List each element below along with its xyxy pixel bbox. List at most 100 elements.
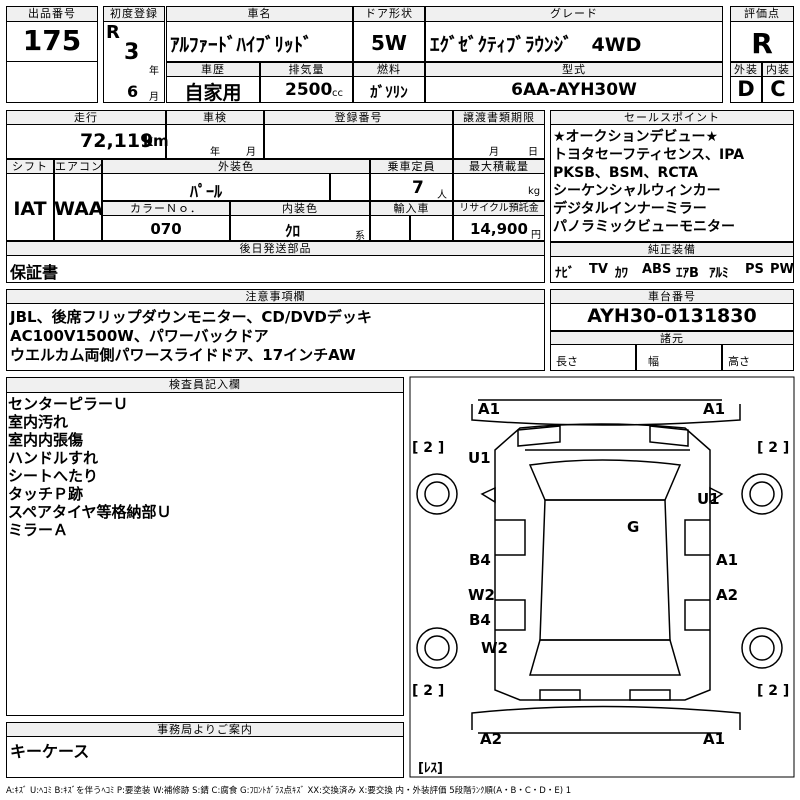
tire-tread-rear-right: [ 2 ] xyxy=(757,683,790,699)
year-unit: 年 xyxy=(149,66,159,77)
inspector-line: タッチＰ跡 xyxy=(8,485,84,503)
reg-year: 3 xyxy=(124,40,140,65)
damage-mark: U1 xyxy=(697,490,720,508)
inspector-line: ハンドルすれ xyxy=(8,449,99,467)
mileage: 72,119 xyxy=(80,130,154,152)
damage-mark: B4 xyxy=(469,611,491,629)
roof-outline xyxy=(539,499,671,641)
equip-item: ｱﾙﾐ xyxy=(709,266,729,281)
recycle-unit: 円 xyxy=(531,230,541,241)
car-name: ｱﾙﾌｧｰﾄﾞﾊｲﾌﾞﾘｯﾄﾞ xyxy=(170,34,313,56)
color-no: 070 xyxy=(150,220,182,238)
equip-item: TV xyxy=(589,262,608,277)
door-label: ドア形状 xyxy=(353,6,425,22)
inspector-line: センターピラーＵ xyxy=(8,395,129,413)
grade: ｴｸﾞｾﾞｸﾃｨﾌﾞﾗｳﾝｼﾞ 4WD xyxy=(430,34,642,56)
era: R xyxy=(106,22,120,43)
damage-mark: A2 xyxy=(480,730,503,748)
office-note: キーケース xyxy=(10,742,90,761)
inspector-line: ミラーＡ xyxy=(8,521,69,539)
note-line: AC100V1500W、パワーバックドア xyxy=(10,327,269,345)
max-load-unit: kg xyxy=(528,186,541,197)
capacity: 7 xyxy=(412,178,424,198)
equip-item: ABS xyxy=(642,262,672,277)
damage-mark: A1 xyxy=(703,400,726,418)
windshield-outline xyxy=(528,459,682,501)
damage-mark: W2 xyxy=(468,586,495,604)
damage-mark: B4 xyxy=(469,551,491,569)
displacement-unit: cc xyxy=(332,88,343,99)
equip-item: ｴｱB xyxy=(676,266,699,281)
sales-line: PKSB、BSM、RCTA xyxy=(553,165,698,181)
history: 自家用 xyxy=(184,82,242,104)
equip-item: PW xyxy=(770,262,794,277)
tire-tread-rear-left: [ 2 ] xyxy=(412,683,445,699)
ac: WAA xyxy=(54,198,104,220)
spare-tire-label: [ﾚｽ] xyxy=(418,761,443,776)
month-unit: 月 xyxy=(149,92,159,103)
recycle-fee: 14,900 xyxy=(470,220,528,238)
shift: IAT xyxy=(13,198,47,220)
sales-line: パノラミックビューモニター xyxy=(553,219,735,235)
spec-height: 高さ xyxy=(728,355,750,368)
reg-month: 6 xyxy=(127,82,139,101)
ext-color: ﾊﾟｰﾙ xyxy=(190,182,223,201)
score: R xyxy=(751,27,773,60)
transfer-day-unit: 日 xyxy=(528,147,538,158)
fuel-label: 燃料 xyxy=(353,62,425,77)
tire-tread-front-left: [ 2 ] xyxy=(412,440,445,456)
fuel: ｶﾞｿﾘﾝ xyxy=(370,83,408,101)
note-line: ウエルカム両側パワースライドドア、17インチAW xyxy=(10,346,356,364)
interior-label: 内装 xyxy=(762,62,794,77)
tire-front-right xyxy=(741,473,783,515)
damage-mark: A1 xyxy=(478,400,501,418)
damage-mark: A1 xyxy=(716,551,739,569)
insp-year-unit: 年 xyxy=(210,147,220,158)
sales-line: シーケンシャルウィンカー xyxy=(553,183,721,199)
door-type: 5W xyxy=(371,31,407,55)
damage-mark: W2 xyxy=(481,639,508,657)
model: 6AA-AYH30W xyxy=(511,80,637,100)
exterior-label: 外装 xyxy=(730,62,762,77)
sales-line: ★オークションデビュー★ xyxy=(553,129,719,145)
tire-front-left xyxy=(416,473,458,515)
note-line: JBL、後席フリップダウンモニター、CD/DVDデッキ xyxy=(10,308,372,326)
inspector-line: シートへたり xyxy=(8,467,99,485)
sales-line: デジタルインナーミラー xyxy=(553,201,707,217)
inspector-line: 室内内張傷 xyxy=(8,431,84,449)
spec-length: 長さ xyxy=(556,355,578,368)
front-bumper-outline xyxy=(471,404,741,426)
later-parts: 保証書 xyxy=(10,263,59,282)
tire-tread-front-right: [ 2 ] xyxy=(757,440,790,456)
tire-rear-right xyxy=(741,627,783,669)
lot-number: 175 xyxy=(22,24,82,57)
damage-mark: A1 xyxy=(703,730,726,748)
max-load-label: 最大積載量 xyxy=(453,159,545,174)
transfer-month-unit: 月 xyxy=(489,147,499,158)
score-label: 評価点 xyxy=(730,6,794,22)
inspector-line: スペアタイヤ等格納部Ｕ xyxy=(8,503,172,521)
tire-rear-left xyxy=(416,627,458,669)
sales-points-label: セールスポイント xyxy=(550,110,794,125)
legend: A:ｷｽﾞ U:ﾍｺﾐ B:ｷｽﾞを伴うﾍｺﾐ P:要塗装 W:補修跡 S:錆 … xyxy=(6,786,572,796)
int-color-unit: 系 xyxy=(355,231,365,242)
insp-month-unit: 月 xyxy=(246,147,256,158)
interior-grade: C xyxy=(770,77,786,101)
spec-width: 幅 xyxy=(648,355,659,368)
office-label: 事務局よりご案内 xyxy=(6,722,404,737)
import-label: 輸入車 xyxy=(370,201,453,216)
exterior-grade: D xyxy=(737,77,755,101)
equip-item: ﾅﾋﾞ xyxy=(555,266,575,281)
inspector-line: 室内汚れ xyxy=(8,413,69,431)
damage-mark: A2 xyxy=(716,586,739,604)
mileage-unit: km xyxy=(143,132,169,150)
equip-item: PS xyxy=(745,262,764,277)
sales-line: トヨタセーフティセンス、IPA xyxy=(553,147,745,163)
damage-mark: G xyxy=(627,518,640,536)
capacity-unit: 人 xyxy=(437,190,447,201)
damage-mark: U1 xyxy=(468,449,491,467)
int-color: ｸﾛ xyxy=(285,222,301,240)
equip-item: ｶﾜ xyxy=(615,266,628,281)
chassis-number: AYH30-0131830 xyxy=(587,305,757,327)
